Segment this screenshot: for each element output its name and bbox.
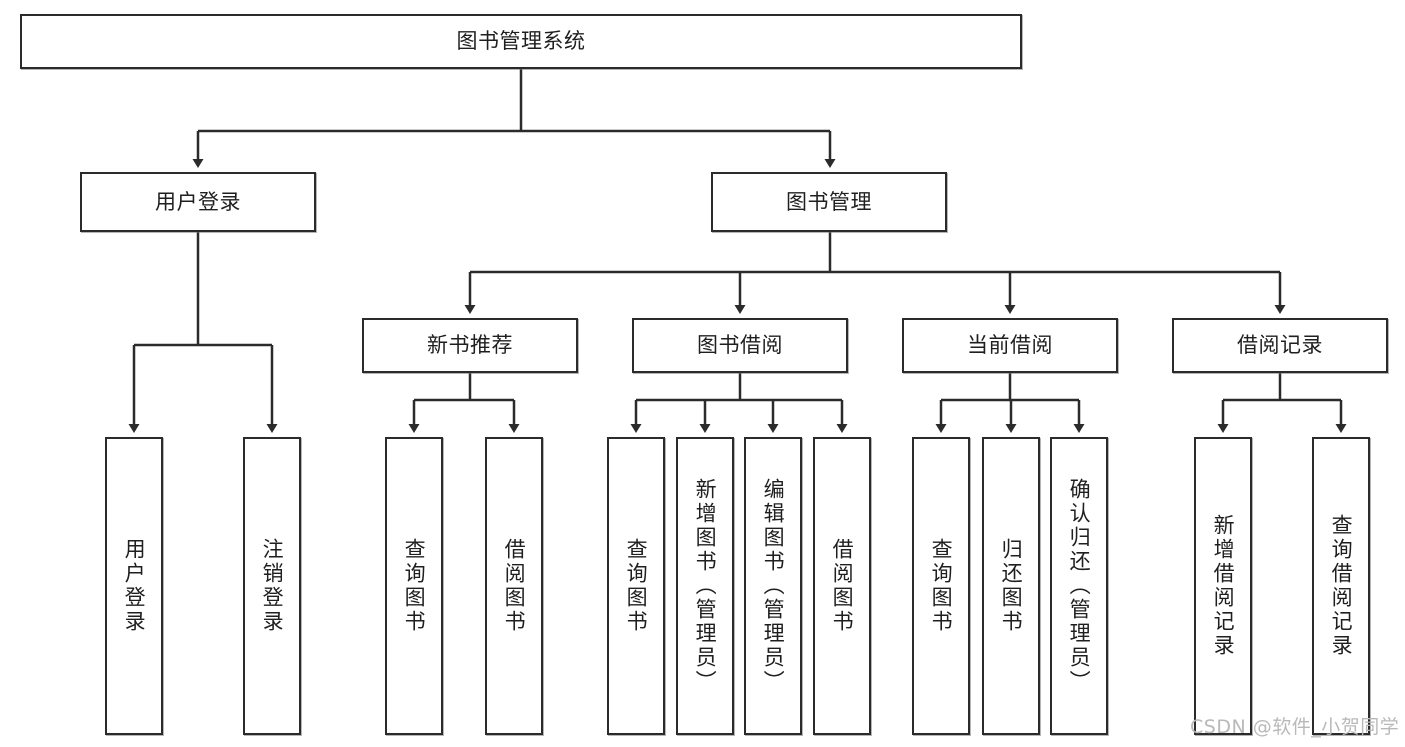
node-records[interactable]: 借阅记录: [1172, 318, 1388, 373]
node-leaf-user-login[interactable]: 用户登录: [105, 437, 163, 735]
node-label-leaf-edit-book: 编辑图书（管理员）: [761, 478, 786, 694]
node-leaf-return-book[interactable]: 归还图书: [982, 437, 1040, 735]
connector-group-current: [935, 373, 1085, 433]
node-bookmgmt[interactable]: 图书管理: [711, 172, 947, 232]
node-label-bookmgmt: 图书管理: [786, 189, 872, 214]
node-label-leaf-return-book: 归还图书: [999, 538, 1024, 634]
node-leaf-add-book[interactable]: 新增图书（管理员）: [676, 437, 734, 735]
node-borrow[interactable]: 图书借阅: [632, 318, 848, 373]
node-leaf-query-record[interactable]: 查询借阅记录: [1312, 437, 1370, 735]
node-label-current: 当前借阅: [967, 333, 1053, 358]
node-label-leaf-query-book-3: 查询图书: [929, 538, 954, 634]
node-label-leaf-logout: 注销登录: [260, 538, 285, 634]
node-label-leaf-add-record: 新增借阅记录: [1211, 514, 1236, 658]
connector-group-login: [128, 232, 278, 433]
node-root[interactable]: 图书管理系统: [20, 14, 1022, 69]
node-leaf-edit-book[interactable]: 编辑图书（管理员）: [744, 437, 802, 735]
node-leaf-query-book-1[interactable]: 查询图书: [385, 437, 443, 735]
connector-group-root: [192, 69, 836, 168]
node-label-leaf-user-login: 用户登录: [122, 538, 147, 634]
node-newbook[interactable]: 新书推荐: [362, 318, 578, 373]
node-leaf-add-record[interactable]: 新增借阅记录: [1194, 437, 1252, 735]
node-login[interactable]: 用户登录: [80, 172, 316, 232]
node-label-leaf-query-book-1: 查询图书: [402, 538, 427, 634]
node-label-leaf-query-record: 查询借阅记录: [1329, 514, 1354, 658]
node-leaf-query-book-3[interactable]: 查询图书: [912, 437, 970, 735]
node-leaf-borrow-book-2[interactable]: 借阅图书: [813, 437, 871, 735]
node-label-borrow: 图书借阅: [697, 333, 783, 358]
node-label-newbook: 新书推荐: [427, 333, 513, 358]
node-label-leaf-query-book-2: 查询图书: [624, 538, 649, 634]
node-label-records: 借阅记录: [1237, 333, 1323, 358]
connector-group-records: [1217, 373, 1347, 433]
node-leaf-query-book-2[interactable]: 查询图书: [607, 437, 665, 735]
node-label-leaf-confirm-return: 确认归还（管理员）: [1067, 478, 1092, 694]
connector-group-borrow: [630, 373, 848, 433]
node-label-leaf-borrow-book-1: 借阅图书: [502, 538, 527, 634]
node-label-leaf-borrow-book-2: 借阅图书: [830, 538, 855, 634]
node-leaf-borrow-book-1[interactable]: 借阅图书: [485, 437, 543, 735]
node-leaf-logout[interactable]: 注销登录: [243, 437, 301, 735]
node-leaf-confirm-return[interactable]: 确认归还（管理员）: [1050, 437, 1108, 735]
node-label-root: 图书管理系统: [456, 29, 586, 54]
node-label-leaf-add-book: 新增图书（管理员）: [693, 478, 718, 694]
node-current[interactable]: 当前借阅: [902, 318, 1118, 373]
connector-group-newbook: [408, 373, 520, 433]
node-label-login: 用户登录: [155, 189, 241, 214]
connector-group-bookmgmt: [464, 232, 1286, 314]
